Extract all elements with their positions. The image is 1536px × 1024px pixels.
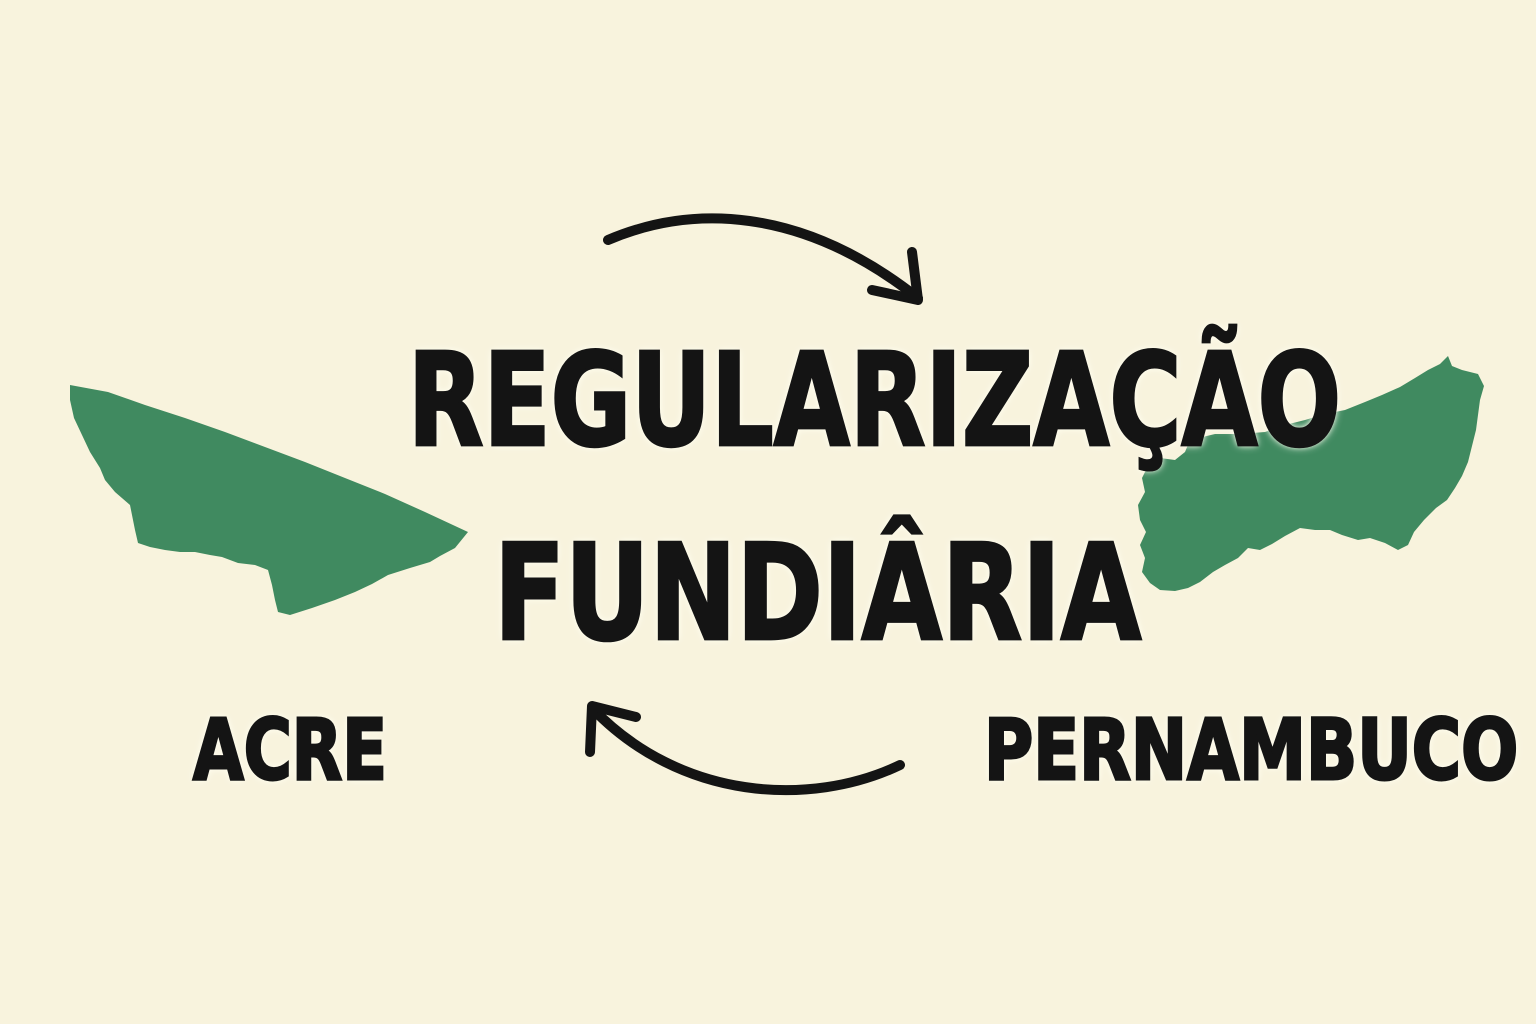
curved-arrow-right-icon bbox=[603, 213, 923, 305]
state-label-acre: ACRE bbox=[192, 700, 388, 801]
state-label-pernambuco: PERNAMBUCO bbox=[983, 700, 1520, 801]
curved-arrow-left-icon bbox=[585, 701, 905, 796]
acre-map-icon bbox=[70, 385, 468, 615]
title-line-2: FUNDIÂRIA bbox=[493, 515, 1143, 671]
title-line-1: REGULARIZAÇÃO bbox=[407, 324, 1343, 477]
pernambuco-map-icon bbox=[1138, 356, 1484, 591]
